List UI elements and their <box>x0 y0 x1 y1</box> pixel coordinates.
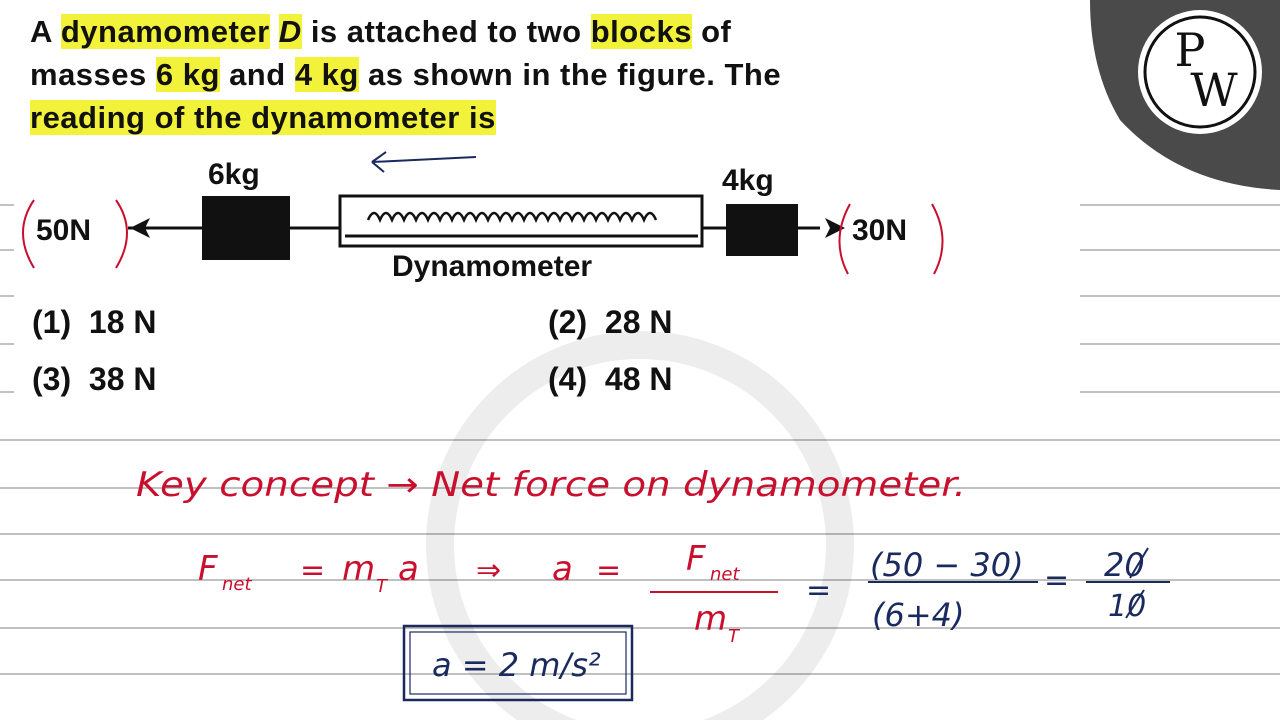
svg-text:net: net <box>222 574 252 595</box>
svg-text:F: F <box>686 539 706 579</box>
svg-text:net: net <box>710 564 740 585</box>
hand-arrow-left <box>371 151 477 173</box>
question-line-3: reading of the dynamometer is <box>30 100 496 135</box>
svg-text:a: a <box>398 549 419 589</box>
svg-text:m: m <box>342 549 375 589</box>
svg-text:(50 − 30): (50 − 30) <box>870 546 1024 584</box>
label-6kg: 6kg <box>208 158 260 191</box>
label-30n: 30N <box>852 214 907 247</box>
result-text: a = 2 m/s² <box>432 646 601 684</box>
svg-text:=: = <box>1044 563 1069 598</box>
question-line-1: A dynamometer D is attached to two block… <box>30 14 732 49</box>
watermark-logo <box>426 331 854 720</box>
svg-text:⇒: ⇒ <box>476 553 501 588</box>
handwritten-solution: Key concept → Net force on dynamometer. … <box>136 465 1170 702</box>
option-4[interactable]: (4) 48 N <box>548 361 673 397</box>
block-6kg <box>202 196 290 260</box>
right-force-arrow <box>825 218 845 238</box>
key-concept-text: Key concept → Net force on dynamometer. <box>136 465 966 505</box>
svg-text:a: a <box>552 549 573 589</box>
left-force-arrow <box>130 218 150 238</box>
svg-text:F: F <box>198 549 218 589</box>
svg-text:(6+4): (6+4) <box>872 596 965 634</box>
block-4kg <box>726 204 798 256</box>
svg-text:=: = <box>596 553 621 588</box>
equation-newton: F net = m T a ⇒ a = F net m T <box>198 539 778 647</box>
equation-numeric: = (50 − 30) (6+4) = 20 10 <box>806 546 1170 634</box>
option-1[interactable]: (1) 18 N <box>32 304 157 340</box>
dynamometer-box <box>338 194 704 248</box>
question-text: A dynamometer D is attached to two block… <box>30 10 1050 139</box>
label-dynamometer: Dynamometer <box>392 250 592 283</box>
pw-logo-w: W <box>1190 63 1238 117</box>
svg-text:m: m <box>694 599 727 639</box>
result-box: a = 2 m/s² <box>402 624 634 702</box>
label-50n: 50N <box>36 214 91 247</box>
label-4kg: 4kg <box>722 164 774 197</box>
pw-logo: P W <box>1090 0 1280 190</box>
question-line-2: masses 6 kg and 4 kg as shown in the fig… <box>30 57 782 92</box>
spring <box>366 211 658 224</box>
svg-text:T: T <box>376 576 389 597</box>
pw-logo-p: P <box>1175 23 1206 77</box>
svg-text:T: T <box>728 626 741 647</box>
option-2[interactable]: (2) 28 N <box>548 304 673 340</box>
svg-text:=: = <box>300 553 325 588</box>
dynamometer-figure: 6kg 4kg 50N 30N Dynamometer <box>22 151 944 283</box>
option-3[interactable]: (3) 38 N <box>32 361 157 397</box>
red-brackets <box>22 199 944 275</box>
svg-text:=: = <box>806 573 831 608</box>
